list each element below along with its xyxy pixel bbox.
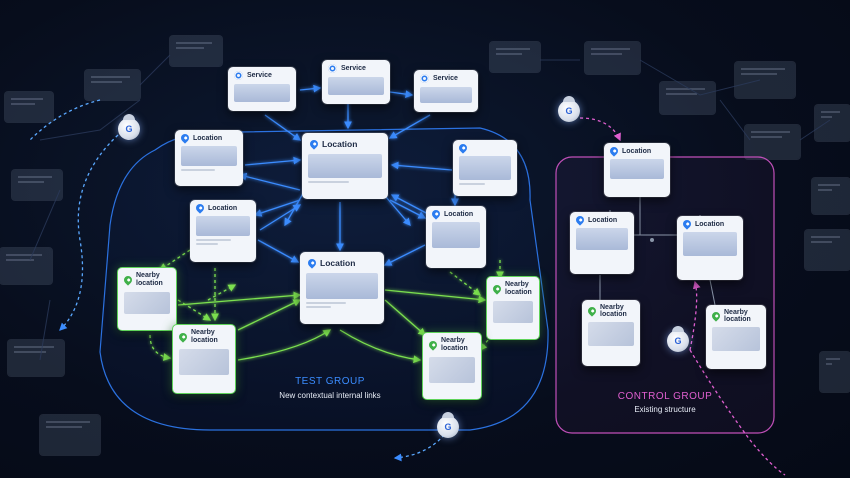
map-icon [179, 349, 229, 375]
location-pin-icon [586, 305, 598, 317]
card-label: Location [322, 139, 358, 149]
background-page [660, 82, 715, 114]
city-skyline-icon [306, 273, 378, 299]
crawler-bot-icon [118, 114, 140, 140]
background-page [805, 230, 850, 270]
city-skyline-icon [683, 232, 737, 256]
gear-icon [328, 64, 337, 73]
service-page-card: Service [322, 60, 390, 104]
card-label: Nearby location [505, 281, 532, 296]
location-page-card: Location [175, 130, 243, 186]
location-pin-icon [194, 202, 206, 214]
map-icon [712, 327, 760, 351]
card-label: Location [588, 216, 618, 224]
location-pin-icon [710, 310, 722, 322]
location-pin-icon [608, 145, 620, 157]
background-page [170, 36, 222, 66]
gear-icon [420, 74, 429, 83]
card-label: Location [444, 210, 474, 218]
background-page [40, 415, 100, 455]
background-page [815, 105, 850, 141]
background-page [8, 340, 64, 376]
service-page-card: Service [414, 70, 478, 112]
background-page [585, 42, 640, 74]
nearby-location-card: Nearby location [117, 267, 177, 331]
nearby-location-card: Nearby location [486, 276, 540, 340]
location-pin-icon [427, 339, 439, 351]
card-label: Nearby location [136, 272, 163, 287]
test-group-subtitle: New contextual internal links [279, 391, 381, 400]
card-label: Location [208, 204, 238, 212]
card-label: Nearby location [441, 337, 468, 352]
background-page [12, 170, 62, 200]
location-pin-icon [491, 283, 503, 295]
service-page-card: Service [228, 67, 296, 111]
control-nearby-card: Nearby location [582, 300, 640, 366]
map-icon [493, 301, 533, 323]
city-skyline-icon [181, 146, 237, 166]
wrench-icon [234, 84, 290, 102]
city-skyline-icon [576, 228, 628, 250]
crawler-bot-icon [437, 412, 459, 438]
location-page-card-main: Location [302, 133, 388, 199]
card-label: Location [193, 134, 223, 142]
crawler-bot-icon [667, 326, 689, 352]
location-pin-icon [306, 257, 318, 269]
nearby-location-card: Nearby location [422, 332, 482, 400]
control-location-card: Location [604, 143, 670, 197]
card-label: Nearby location [600, 304, 627, 318]
background-page [5, 92, 53, 122]
location-pin-icon [122, 274, 134, 286]
background-page [812, 178, 850, 214]
location-pin-icon [681, 218, 693, 230]
background-page [820, 352, 850, 392]
control-group-subtitle: Existing structure [634, 405, 696, 414]
gear-icon [234, 71, 243, 80]
location-pin-icon [177, 331, 189, 343]
location-pin-icon [179, 132, 191, 144]
wrench-icon [328, 77, 384, 95]
city-skyline-icon [196, 216, 250, 236]
wrench-icon [420, 87, 472, 103]
location-page-card [453, 140, 517, 196]
location-page-card: Location [426, 206, 486, 268]
control-group-title: CONTROL GROUP [617, 391, 713, 402]
card-label: Location [320, 258, 356, 268]
nearby-location-card: Nearby location [172, 324, 236, 394]
card-label: Service [247, 72, 272, 79]
background-page [490, 42, 540, 72]
location-pin-icon [430, 208, 442, 220]
crawler-bot-icon [558, 96, 580, 122]
card-label: Service [433, 75, 458, 82]
location-page-card-center: Location [300, 252, 384, 324]
map-icon [124, 292, 170, 314]
background-page [85, 70, 140, 100]
test-group-title: TEST GROUP [295, 376, 365, 387]
background-page [0, 248, 52, 284]
map-icon [588, 322, 634, 346]
city-skyline-icon [610, 159, 664, 179]
city-skyline-icon [459, 156, 511, 180]
map-icon [429, 357, 475, 383]
card-label: Nearby location [724, 309, 751, 323]
card-label: Nearby location [191, 329, 218, 344]
control-location-card: Location [570, 212, 634, 274]
location-page-card: Location [190, 200, 256, 262]
background-page [745, 125, 800, 159]
location-pin-icon [457, 142, 469, 154]
card-label: Service [341, 65, 366, 72]
control-nearby-card: Nearby location [706, 305, 766, 369]
background-page [735, 62, 795, 98]
card-label: Location [622, 147, 652, 155]
city-skyline-icon [432, 222, 480, 248]
control-location-card: Location [677, 216, 743, 280]
city-skyline-icon [308, 154, 382, 178]
location-pin-icon [308, 138, 320, 150]
location-pin-icon [574, 214, 586, 226]
card-label: Location [695, 220, 725, 228]
